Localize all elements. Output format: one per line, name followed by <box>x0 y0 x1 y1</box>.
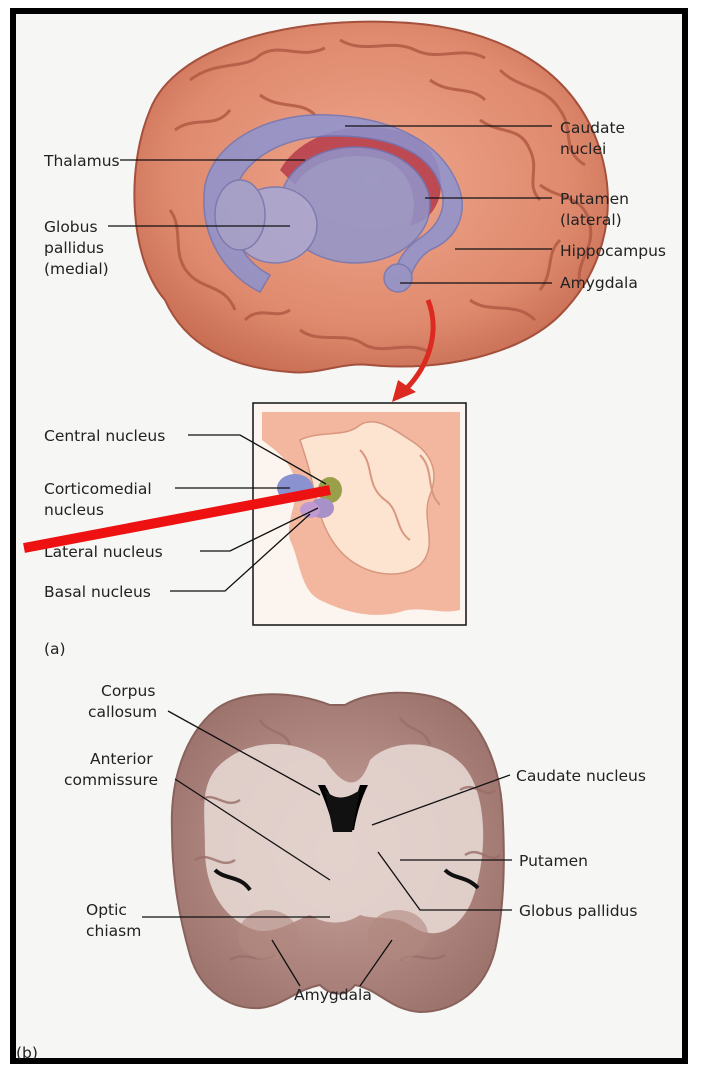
amygdala-blob <box>384 264 412 292</box>
label-globus-pallidus-2: pallidus <box>44 239 104 257</box>
label-hippocampus: Hippocampus <box>560 242 666 260</box>
brain-3d <box>134 22 607 402</box>
label-corpus-callosum-1: Corpus <box>101 682 155 700</box>
label-basal-nucleus: Basal nucleus <box>44 583 151 601</box>
label-optic-chiasm-2: chiasm <box>86 922 141 940</box>
label-globus-pallidus-3: (medial) <box>44 260 109 278</box>
label-corpus-callosum-2: callosum <box>88 703 157 721</box>
label-globus-pallidus-1: Globus <box>44 218 98 236</box>
label-anterior-commissure-1: Anterior <box>90 750 153 768</box>
label-caudate-nucleus: Caudate nucleus <box>516 767 646 785</box>
amygdala-inset <box>253 403 466 625</box>
label-putamen: Putamen <box>519 852 588 870</box>
label-corticomedial-1: Corticomedial <box>44 480 152 498</box>
label-putamen-1: Putamen <box>560 190 629 208</box>
amygdala-right-region <box>368 910 428 960</box>
label-thalamus: Thalamus <box>43 152 120 170</box>
label-globus-pallidus-b: Globus pallidus <box>519 902 637 920</box>
label-corticomedial-2: nucleus <box>44 501 104 519</box>
label-amygdala-top: Amygdala <box>560 274 638 292</box>
label-putamen-2: (lateral) <box>560 211 622 229</box>
label-caudate-nuclei-2: nuclei <box>560 140 606 158</box>
label-central-nucleus: Central nucleus <box>44 427 165 445</box>
label-caudate-nuclei-1: Caudate <box>560 119 625 137</box>
panel-a-label: (a) <box>44 640 66 658</box>
label-amygdala-b: Amygdala <box>294 986 372 1004</box>
label-optic-chiasm-1: Optic <box>86 901 127 919</box>
panel-b-label: (b) <box>16 1044 38 1062</box>
label-anterior-commissure-2: commissure <box>64 771 158 789</box>
